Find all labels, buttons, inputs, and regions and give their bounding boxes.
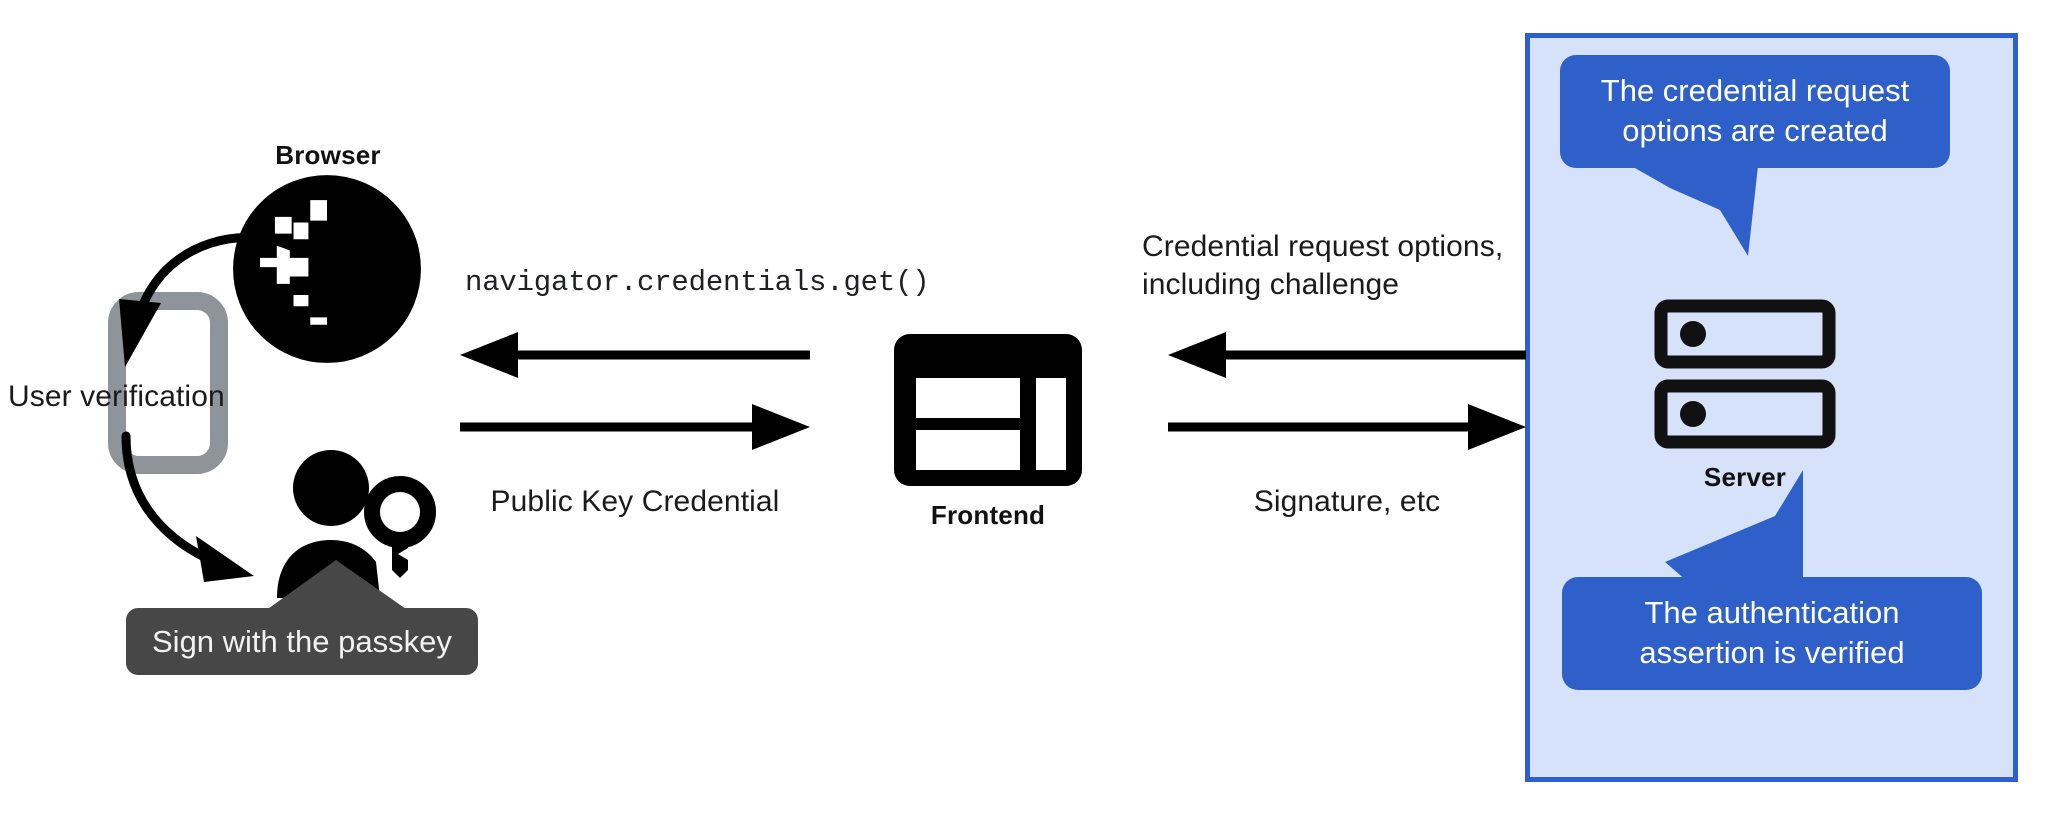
server-label: Server xyxy=(1703,462,1787,492)
public-key-credential-label: Public Key Credential xyxy=(490,485,780,518)
signature-etc-label: Signature, etc xyxy=(1253,485,1441,518)
server-callout-bottom: The authentication assertion is verified xyxy=(1562,577,1982,690)
user-verification-label: User verification xyxy=(8,380,225,413)
browser-to-phone-arrow xyxy=(119,233,298,367)
browser-label: Browser xyxy=(275,140,381,170)
globe-icon xyxy=(233,175,421,363)
server-callout-bottom-tail xyxy=(1665,470,1803,588)
passkey-tooltip-text: Sign with the passkey xyxy=(126,608,478,676)
credential-request-options-label: Credential request options, including ch… xyxy=(1142,230,1504,302)
server-response-arrow-right xyxy=(1168,404,1526,450)
server-callout-top-tail xyxy=(1600,148,1760,256)
navigator-credentials-get-label: navigator.credentials.get() xyxy=(465,266,930,299)
browser-request-arrow-left xyxy=(460,332,810,378)
server-racks-icon xyxy=(1654,299,1836,449)
browser-window-icon xyxy=(894,334,1082,486)
frontend-label: Frontend xyxy=(930,500,1046,530)
smartphone-icon xyxy=(108,292,228,474)
server-request-arrow-left xyxy=(1168,332,1526,378)
passkey-tooltip-tail xyxy=(258,560,416,616)
passkey-tooltip: Sign with the passkey xyxy=(126,608,478,676)
browser-response-arrow-right xyxy=(460,404,810,450)
phone-to-user-arrow xyxy=(121,431,254,582)
server-callout-bottom-text: The authentication assertion is verified xyxy=(1562,577,1982,690)
